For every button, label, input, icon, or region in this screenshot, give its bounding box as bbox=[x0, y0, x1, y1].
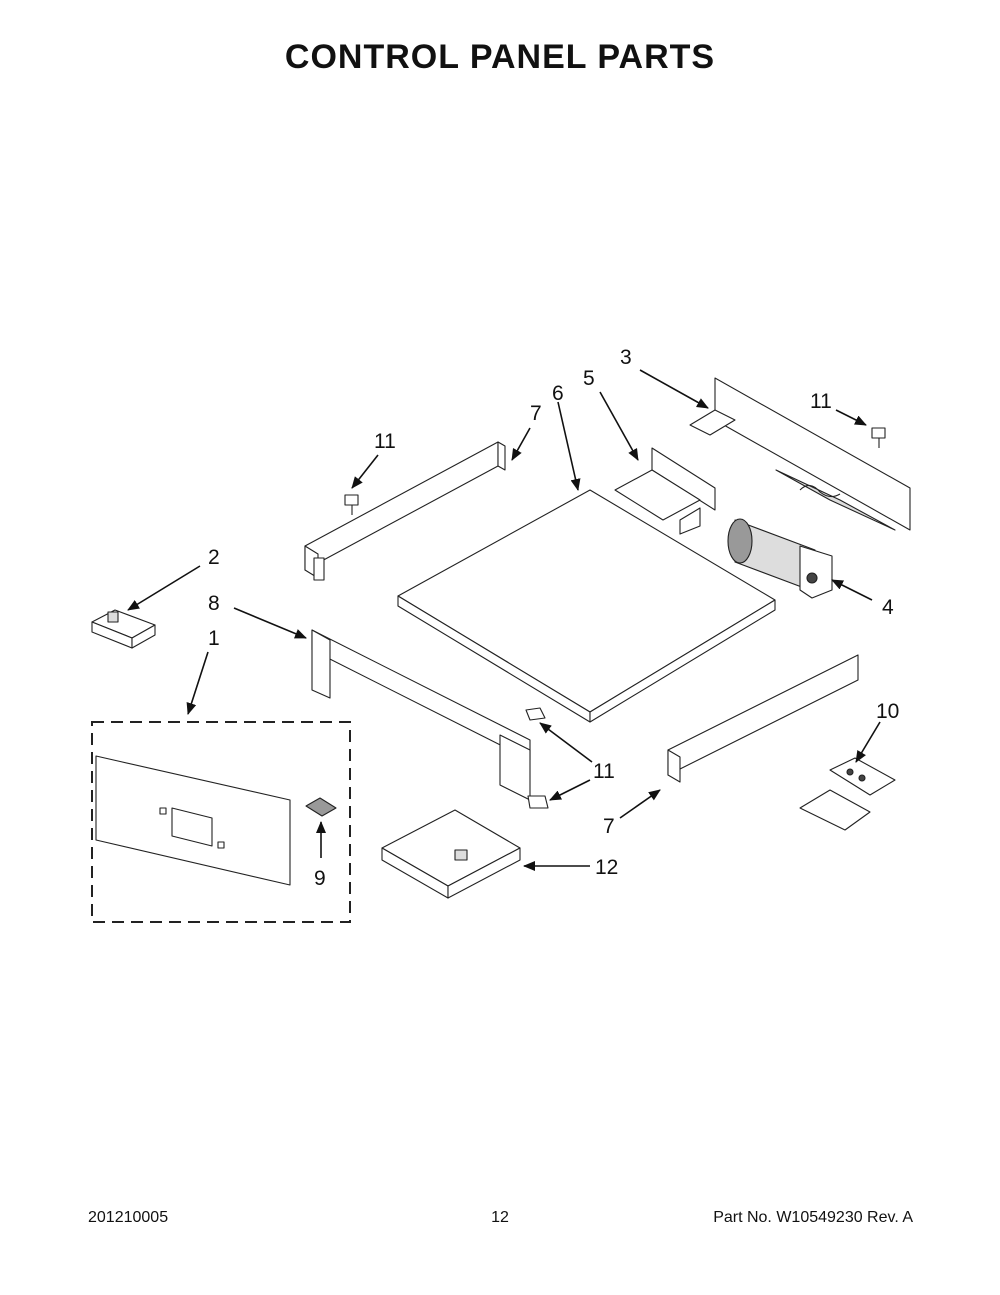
part-4-blower bbox=[727, 518, 833, 599]
screw-11-middle bbox=[525, 707, 546, 721]
callout-8: 8 bbox=[208, 592, 220, 615]
callout-2: 2 bbox=[208, 546, 220, 569]
part-12-board bbox=[381, 809, 521, 899]
part-10-clip bbox=[799, 757, 896, 831]
leader-arrows bbox=[127, 369, 881, 871]
part-1-control-panel bbox=[95, 755, 291, 886]
footer-doc-number: 201210005 bbox=[88, 1209, 169, 1226]
part-7-upper-bracket bbox=[304, 441, 506, 581]
callout-12: 12 bbox=[595, 856, 618, 879]
callout-11-middle: 11 bbox=[593, 760, 615, 783]
callout-4: 4 bbox=[882, 596, 894, 619]
callout-10: 10 bbox=[876, 700, 899, 723]
callout-1: 1 bbox=[208, 627, 220, 650]
callout-7-lower: 7 bbox=[603, 815, 615, 838]
callout-9: 9 bbox=[314, 867, 326, 890]
screw-11-upper-left bbox=[344, 494, 359, 515]
part-2-switch bbox=[91, 609, 156, 649]
part-8-front-bracket bbox=[311, 629, 531, 801]
page-title: CONTROL PANEL PARTS bbox=[284, 38, 716, 76]
part-3-rear-bracket bbox=[689, 377, 911, 531]
callout-11-upper-left: 11 bbox=[374, 430, 396, 453]
callout-6: 6 bbox=[552, 382, 564, 405]
part-6-panel bbox=[397, 489, 776, 723]
part-5-bracket bbox=[614, 447, 716, 535]
callout-7-upper: 7 bbox=[530, 402, 542, 425]
footer-page-number: 12 bbox=[491, 1209, 509, 1226]
screw-11-upper-right bbox=[871, 427, 886, 448]
part-9-grille bbox=[305, 797, 337, 817]
callout-5: 5 bbox=[583, 367, 595, 390]
screw-11-lower bbox=[527, 795, 549, 809]
part-7-lower-bracket bbox=[667, 654, 859, 783]
callout-11-upper-right: 11 bbox=[810, 390, 832, 413]
footer-part-number: Part No. W10549230 Rev. A bbox=[713, 1209, 913, 1226]
callout-3: 3 bbox=[620, 346, 632, 369]
